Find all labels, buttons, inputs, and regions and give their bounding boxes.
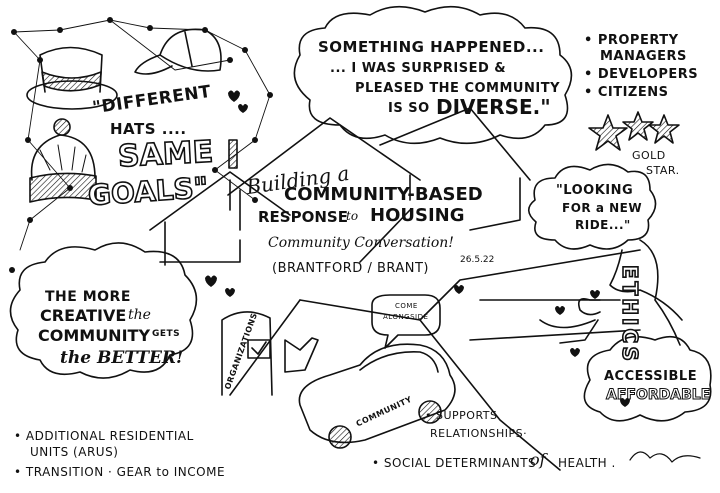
note-arus-1: • ADDITIONAL RESIDENTIAL (14, 429, 194, 443)
organizations-sign-icon (221, 311, 319, 396)
speech-bubble-come-alongside (371, 294, 441, 349)
title-housing: HOUSING (370, 205, 465, 226)
stakeholder-4: • CITIZENS (584, 85, 669, 100)
ride-line-2: FOR a NEW (562, 201, 643, 215)
hats-line-3: SAME (116, 134, 214, 176)
title-date: 26.5.22 (460, 255, 495, 265)
stakeholder-1: • PROPERTY (584, 33, 679, 48)
note-sdoh: • SOCIAL DETERMINANTS (372, 456, 537, 470)
car-illustration (298, 343, 456, 449)
come-alongside-line-2: ALONGSIDE (383, 313, 429, 321)
quote-cloud-top (293, 5, 573, 145)
hats-line-4: GOALS" (86, 170, 210, 213)
title-community-conversation: Community Conversation! (268, 235, 454, 251)
stakeholder-2: MANAGERS (600, 49, 687, 64)
creative-line-3: COMMUNITY (38, 326, 151, 345)
hats-line-2: HATS .... (110, 120, 187, 138)
title-to: to (346, 209, 359, 223)
note-arus-2: UNITS (ARUS) (30, 445, 119, 459)
note-supports-1: • SUPPORTS (425, 409, 498, 422)
cloud-creative (9, 242, 198, 379)
cloud-top-line-1: SOMETHING HAPPENED... (318, 38, 545, 56)
title-response: RESPONSE (258, 208, 348, 226)
ethics-vertical: ETHICS (617, 264, 643, 365)
note-supports-2: RELATIONSHIPS· (430, 427, 528, 440)
ride-line-1: "LOOKING (556, 183, 634, 198)
gold-star-icons (588, 111, 680, 151)
cloud-top-line-5: DIVERSE." (436, 95, 551, 119)
accessible-line-1: ACCESSIBLE (604, 369, 698, 384)
title-location: (BRANTFORD / BRANT) (272, 261, 430, 276)
cloud-accessible (583, 335, 712, 422)
creative-line-3b: GETS (152, 329, 181, 339)
note-sdoh-of: of (530, 450, 546, 469)
title-community-based: COMMUNITY-BASED (284, 184, 483, 205)
come-alongside-line-1: COME (395, 302, 418, 310)
gold-star-line-2: STAR. (646, 164, 680, 177)
note-transition: • TRANSITION · GEAR to INCOME (14, 465, 226, 479)
creative-line-2: CREATIVE (40, 306, 127, 325)
signature-scribble (629, 451, 701, 463)
beanie-hat-icon (29, 118, 97, 203)
baseball-cap-icon (134, 28, 222, 75)
gold-star-line-1: GOLD (632, 149, 666, 162)
creative-line-4: the BETTER! (60, 348, 184, 368)
creative-line-1: THE MORE (45, 289, 131, 305)
cloud-top-line-2: ... I WAS SURPRISED & (330, 61, 507, 76)
note-sdoh-health: HEALTH . (558, 456, 616, 470)
accessible-line-2: AFFORDABLE (605, 387, 711, 403)
houses-illustration (149, 107, 531, 266)
ride-line-3: RIDE..." (575, 218, 631, 232)
hitchhiker-illustration (539, 239, 683, 346)
cloud-top-line-3: PLEASED THE COMMUNITY (355, 81, 560, 96)
stakeholder-3: • DEVELOPERS (584, 67, 699, 82)
creative-line-2b: the (128, 307, 151, 323)
cloud-top-line-4: IS SO (388, 101, 430, 116)
network-dots (9, 17, 273, 273)
heart-doodles (205, 90, 630, 407)
quote-cloud-ride (527, 163, 657, 250)
top-hat-icon (26, 46, 118, 110)
